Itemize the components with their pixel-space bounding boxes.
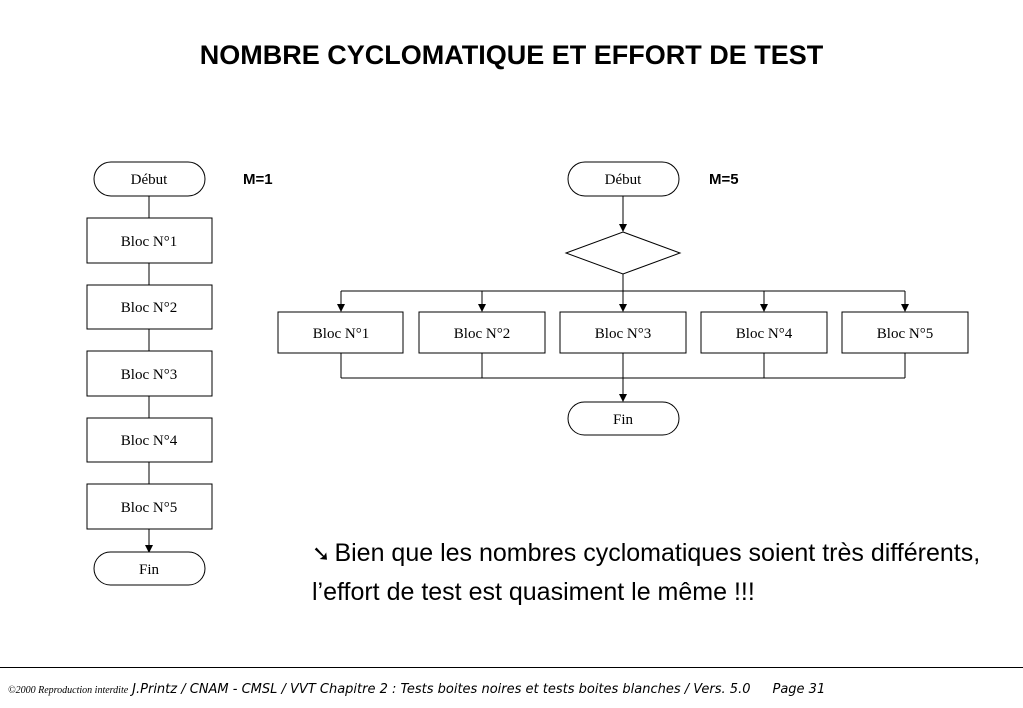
left-start-label: Début <box>131 172 168 188</box>
right-flowchart: Début Bloc N°1 Bloc N°2 Bloc N°3 Bloc N°… <box>277 161 969 436</box>
right-block-2-label: Bloc N°2 <box>454 326 510 342</box>
left-flowchart: Début Bloc N°1 Bloc N°2 Bloc N°3 Bloc N°… <box>86 161 273 586</box>
right-end-label: Fin <box>613 412 634 428</box>
right-decision-node <box>564 231 682 275</box>
right-start-label: Début <box>605 172 642 188</box>
right-block-3 <box>559 311 687 354</box>
conclusion-text: Bien que les nombres cyclomatiques soien… <box>312 539 981 606</box>
page-number: Page 31 <box>772 682 826 697</box>
left-block-5-label: Bloc N°5 <box>121 500 177 516</box>
right-block-5 <box>841 311 969 354</box>
right-block-2 <box>418 311 546 354</box>
footer-copyright: ©2000 Reproduction interdite <box>8 685 129 696</box>
right-m-label: M=5 <box>709 171 739 188</box>
right-end-node <box>567 401 680 436</box>
left-block-1 <box>86 217 213 264</box>
left-block-3-label: Bloc N°3 <box>121 367 177 383</box>
left-start-node <box>93 161 206 197</box>
left-block-2 <box>86 284 213 330</box>
left-m-label: M=1 <box>243 171 273 188</box>
right-block-5-label: Bloc N°5 <box>877 326 933 342</box>
page-title: NOMBRE CYCLOMATIQUE ET EFFORT DE TEST <box>199 40 824 70</box>
left-end-node <box>93 551 206 586</box>
footer-text: J.Printz / CNAM - CMSL / VVT Chapitre 2 … <box>132 682 751 697</box>
left-block-4-label: Bloc N°4 <box>121 433 178 449</box>
right-block-3-label: Bloc N°3 <box>595 326 651 342</box>
right-start-node <box>567 161 680 197</box>
conclusion-note: ➘Bien que les nombres cyclomatiques soie… <box>312 534 992 611</box>
left-block-3 <box>86 350 213 397</box>
right-block-1-label: Bloc N°1 <box>313 326 369 342</box>
left-block-4 <box>86 417 213 463</box>
arrow-down-right-icon: ➘ <box>312 541 331 566</box>
right-block-4-label: Bloc N°4 <box>736 326 793 342</box>
right-block-1 <box>277 311 404 354</box>
left-block-1-label: Bloc N°1 <box>121 234 177 250</box>
left-block-2-label: Bloc N°2 <box>121 300 177 316</box>
left-block-5 <box>86 483 213 530</box>
footer-divider <box>0 667 1023 668</box>
left-end-label: Fin <box>139 562 160 578</box>
